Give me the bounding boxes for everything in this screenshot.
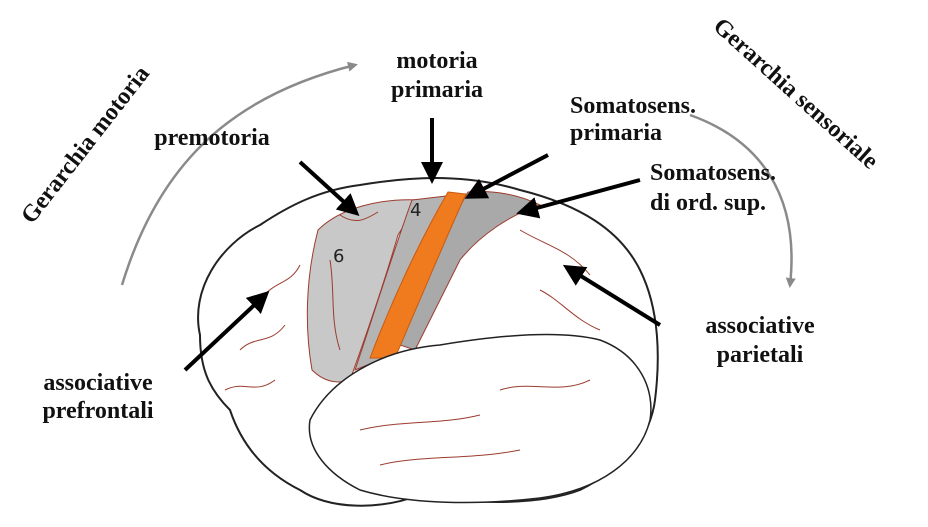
parietal-label-line1: associative bbox=[705, 313, 815, 339]
area-6-number: 6 bbox=[333, 246, 344, 267]
sensory-hierarchy-label: Gerarchia sensoriale bbox=[708, 13, 883, 175]
motor-hierarchy-label: Gerarchia motoria bbox=[16, 61, 155, 228]
primary-somatosensory-label-line2: primaria bbox=[570, 120, 662, 146]
primary-somatosensory-label-line1: Somatosens. bbox=[570, 93, 696, 119]
primary-motor-label-line1: motoria bbox=[396, 48, 477, 74]
higher-somatosensory-label-line2: di ord. sup. bbox=[650, 190, 766, 216]
brain-hemisphere: 4 6 bbox=[198, 178, 658, 506]
prefrontal-label-line1: associative bbox=[43, 370, 153, 396]
parietal-label-line2: parietali bbox=[717, 342, 804, 368]
area-4-number: 4 bbox=[410, 200, 421, 221]
premotor-label: premotoria bbox=[154, 125, 270, 151]
higher-somatosensory-label-line1: Somatosens. bbox=[650, 160, 776, 186]
primary-motor-label-line2: primaria bbox=[391, 77, 483, 103]
prefrontal-label-line2: prefrontali bbox=[42, 398, 153, 424]
